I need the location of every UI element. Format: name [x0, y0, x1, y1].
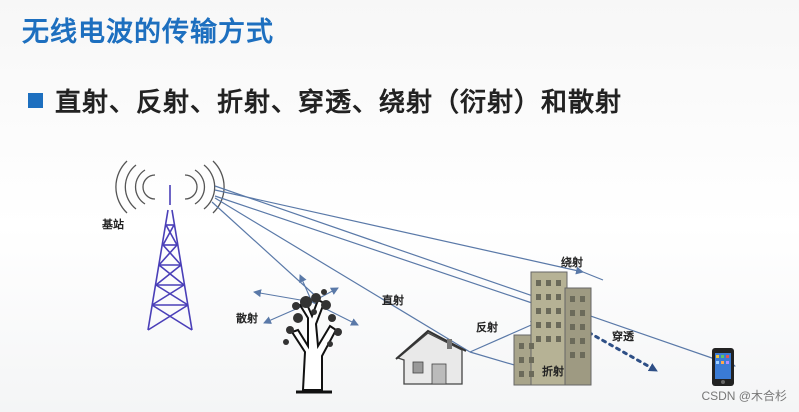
buildings-icon — [513, 271, 592, 386]
radio-wave-icon — [115, 160, 225, 214]
label-diffract: 绕射 — [561, 255, 583, 269]
bullet-line: 直射、反射、折射、穿透、绕射（衍射）和散射 — [28, 82, 622, 119]
label-refract: 折射 — [542, 364, 564, 378]
watermark: CSDN @木合杉 — [701, 389, 787, 403]
label-penetrate: 穿透 — [612, 329, 635, 343]
bullet-text: 直射、反射、折射、穿透、绕射（衍射）和散射 — [55, 88, 623, 118]
label-base-station: 基站 — [101, 217, 124, 231]
bullet-square-icon — [28, 93, 43, 108]
label-scatter: 散射 — [236, 311, 258, 325]
label-reflect: 反射 — [476, 320, 498, 334]
label-direct: 直射 — [382, 293, 404, 307]
page-title: 无线电波的传输方式 — [22, 17, 274, 48]
house-icon — [395, 329, 467, 385]
rays — [211, 185, 736, 374]
penetrate-ray — [538, 303, 659, 373]
base-station-tower-icon — [147, 185, 193, 331]
phone-icon — [712, 348, 734, 386]
tree-icon — [283, 289, 342, 394]
